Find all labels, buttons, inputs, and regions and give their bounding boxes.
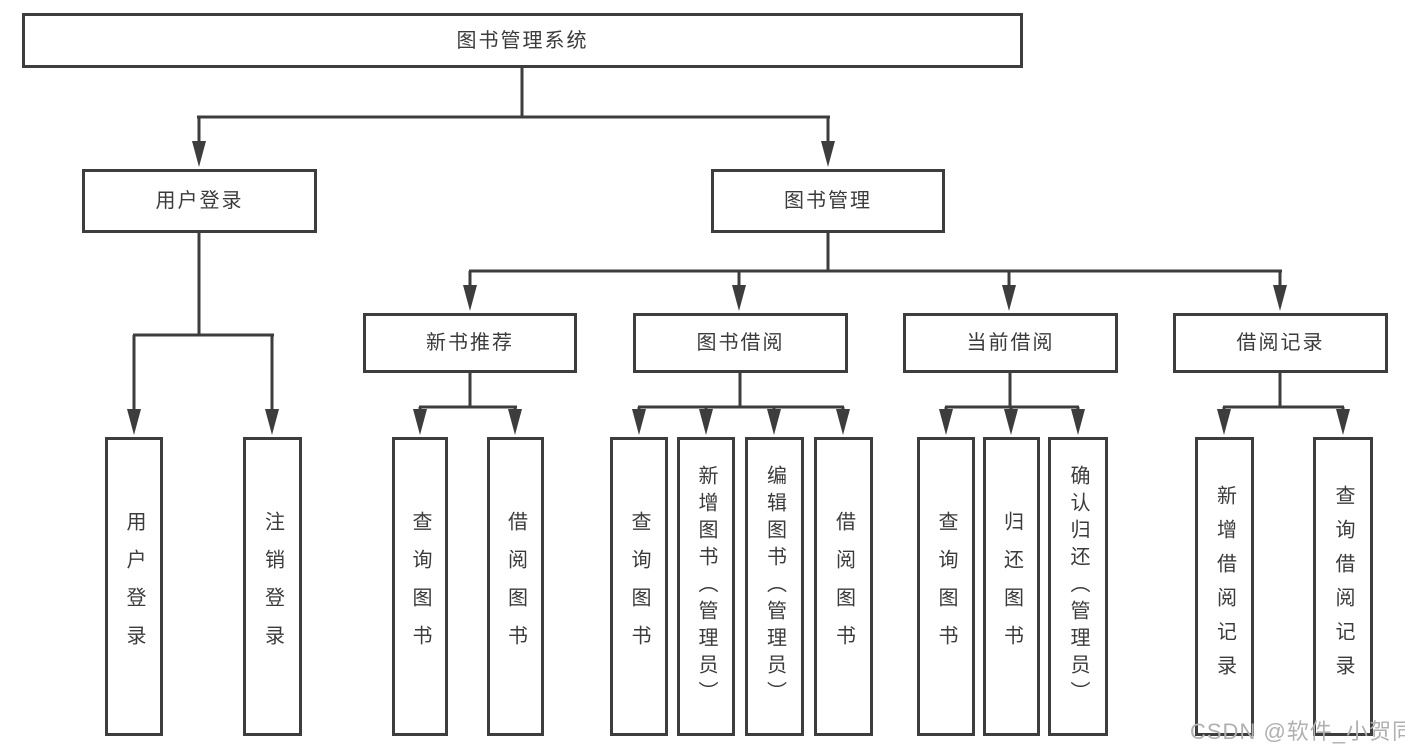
leaf-edit-books-admin-label: 编辑图书（管理员） <box>763 465 786 708</box>
node-current-borrowing: 当前借阅 <box>903 313 1118 373</box>
leaf-borrow-books-recommend-label: 借阅图书 <box>504 510 527 663</box>
leaf-query-books-borrowing-label: 查询图书 <box>628 510 650 663</box>
node-book-management: 图书管理 <box>711 169 945 233</box>
leaf-add-books-admin-label: 新增图书（管理员） <box>695 465 717 708</box>
leaf-return-books: 归还图书 <box>983 437 1040 736</box>
leaf-add-borrow-record: 新增借阅记录 <box>1195 437 1254 736</box>
leaf-borrow-books-borrowing-label: 借阅图书 <box>832 510 855 663</box>
node-user-login: 用户登录 <box>82 169 317 233</box>
node-book-management-label: 图书管理 <box>784 190 872 212</box>
watermark: CSDN @软件_小贺同学 <box>1190 719 1405 744</box>
leaf-logout-label: 注销登录 <box>261 510 284 663</box>
leaf-return-books-label: 归还图书 <box>1000 510 1023 663</box>
node-new-book-recommendation-label: 新书推荐 <box>426 332 514 354</box>
node-root-label: 图书管理系统 <box>456 29 589 52</box>
node-book-borrowing: 图书借阅 <box>633 313 848 373</box>
leaf-query-books-recommend-label: 查询图书 <box>409 510 431 663</box>
leaf-user-login-label: 用户登录 <box>123 510 145 663</box>
leaf-confirm-return-admin-label: 确认归还（管理员） <box>1067 465 1089 708</box>
leaf-query-borrow-record: 查询借阅记录 <box>1313 437 1373 736</box>
node-root: 图书管理系统 <box>22 13 1023 68</box>
leaf-add-borrow-record-label: 新增借阅记录 <box>1213 484 1236 689</box>
node-borrowing-records-label: 借阅记录 <box>1236 332 1325 354</box>
leaf-edit-books-admin: 编辑图书（管理员） <box>745 437 804 736</box>
leaf-add-books-admin: 新增图书（管理员） <box>677 437 735 736</box>
leaf-query-books-borrowing: 查询图书 <box>610 437 668 736</box>
leaf-confirm-return-admin: 确认归还（管理员） <box>1048 437 1108 736</box>
leaf-user-login: 用户登录 <box>105 437 163 736</box>
leaf-borrow-books-borrowing: 借阅图书 <box>814 437 873 736</box>
leaf-query-books-current-label: 查询图书 <box>935 510 957 663</box>
leaf-query-borrow-record-label: 查询借阅记录 <box>1332 484 1354 689</box>
node-new-book-recommendation: 新书推荐 <box>363 313 577 373</box>
node-book-borrowing-label: 图书借阅 <box>696 332 785 354</box>
leaf-query-books-current: 查询图书 <box>917 437 975 736</box>
leaf-query-books-recommend: 查询图书 <box>392 437 448 736</box>
leaf-logout: 注销登录 <box>243 437 302 736</box>
node-current-borrowing-label: 当前借阅 <box>966 332 1055 354</box>
node-borrowing-records: 借阅记录 <box>1173 313 1388 373</box>
leaf-borrow-books-recommend: 借阅图书 <box>487 437 544 736</box>
node-user-login-label: 用户登录 <box>155 190 244 212</box>
